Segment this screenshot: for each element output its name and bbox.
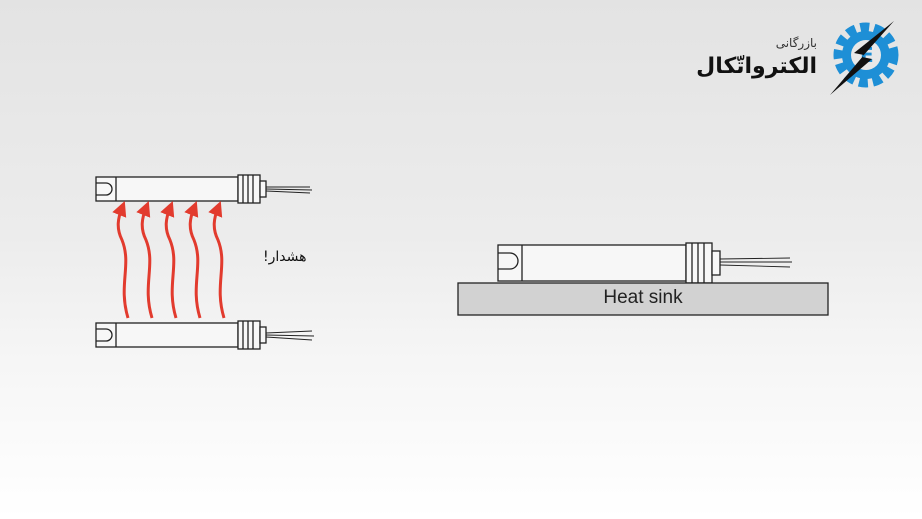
heat-arrow xyxy=(160,201,178,319)
driver-unit-bottom xyxy=(95,320,315,350)
heat-arrows xyxy=(112,201,226,319)
heat-arrow xyxy=(208,201,226,319)
gear-lightning-icon: E xyxy=(830,21,899,95)
driver-unit-top xyxy=(95,174,313,204)
driver-unit-right xyxy=(497,242,792,284)
heat-sink xyxy=(457,282,829,316)
brand-name: الکترواتّکال xyxy=(696,54,817,79)
brand-subtitle: بازرگانی xyxy=(775,36,817,50)
heat-arrow xyxy=(112,201,130,319)
heat-sink-label: Heat sink xyxy=(603,287,683,308)
heat-arrow xyxy=(136,201,154,319)
heat-arrow xyxy=(184,201,202,319)
warning-label: هشدار! xyxy=(263,249,307,265)
